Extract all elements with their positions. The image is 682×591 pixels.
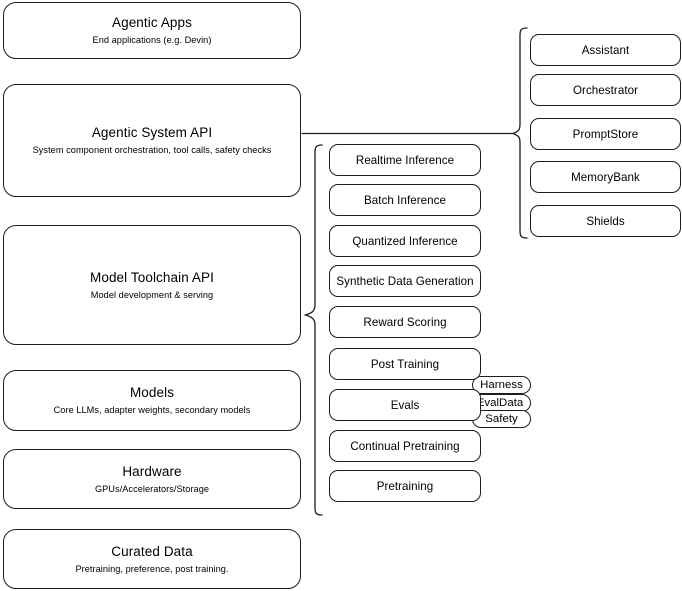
eval-pill-safety[interactable]: Safety	[472, 410, 531, 428]
layer-subtitle: GPUs/Accelerators/Storage	[94, 483, 210, 494]
component-label: Shields	[586, 214, 625, 228]
layer-title: Agentic Apps	[111, 15, 192, 30]
layer-subtitle: Core LLMs, adapter weights, secondary mo…	[53, 405, 251, 415]
capability-continual-pretraining[interactable]: Continual Pretraining	[329, 430, 481, 462]
layer-title: Hardware	[122, 463, 182, 479]
layer-title: Models	[129, 385, 175, 400]
capability-label: Quantized Inference	[352, 234, 458, 248]
capability-label: Reward Scoring	[363, 315, 447, 329]
layer-agentic-apps[interactable]: Agentic Apps End applications (e.g. Devi…	[3, 2, 301, 59]
capability-post-training[interactable]: Post Training	[329, 348, 481, 380]
capability-label: Synthetic Data Generation	[336, 274, 474, 288]
component-assistant[interactable]: Assistant	[530, 34, 681, 66]
layer-agentic-system-api[interactable]: Agentic System API System component orch…	[3, 84, 301, 197]
layer-subtitle: System component orchestration, tool cal…	[32, 145, 272, 155]
brace-system-components	[511, 27, 528, 239]
layer-subtitle: Model development & serving	[90, 289, 214, 300]
eval-pill-label: Harness	[480, 379, 523, 391]
layer-models[interactable]: Models Core LLMs, adapter weights, secon…	[3, 370, 301, 431]
component-promptstore[interactable]: PromptStore	[530, 118, 681, 150]
capability-synthetic-data-generation[interactable]: Synthetic Data Generation	[329, 265, 481, 297]
layer-title: Curated Data	[111, 543, 193, 559]
layer-subtitle: Pretraining, preference, post training.	[75, 563, 229, 574]
layer-title: Model Toolchain API	[90, 269, 214, 285]
layer-title: Agentic System API	[91, 125, 213, 140]
capability-label: Pretraining	[376, 479, 434, 493]
component-label: PromptStore	[572, 127, 639, 141]
capability-reward-scoring[interactable]: Reward Scoring	[329, 306, 481, 338]
capability-pretraining[interactable]: Pretraining	[329, 470, 481, 502]
component-orchestrator[interactable]: Orchestrator	[530, 74, 681, 106]
component-label: MemoryBank	[571, 170, 640, 184]
eval-pill-harness[interactable]: Harness	[472, 376, 531, 394]
eval-pill-label: EvalData	[476, 397, 524, 409]
eval-pill-label: Safety	[485, 413, 518, 425]
layer-hardware[interactable]: Hardware GPUs/Accelerators/Storage	[3, 449, 301, 509]
capability-evals[interactable]: Evals	[329, 389, 481, 421]
capability-label: Evals	[390, 398, 420, 412]
brace-toolchain	[303, 144, 323, 516]
layer-curated-data[interactable]: Curated Data Pretraining, preference, po…	[3, 529, 301, 589]
capability-label: Continual Pretraining	[350, 439, 460, 453]
capability-realtime-inference[interactable]: Realtime Inference	[329, 144, 481, 176]
capability-label: Post Training	[370, 357, 440, 371]
layer-subtitle: End applications (e.g. Devin)	[92, 35, 212, 45]
component-memorybank[interactable]: MemoryBank	[530, 161, 681, 193]
component-shields[interactable]: Shields	[530, 205, 681, 237]
capability-label: Realtime Inference	[355, 153, 455, 167]
component-label: Assistant	[581, 43, 630, 57]
component-label: Orchestrator	[572, 83, 639, 97]
layer-model-toolchain-api[interactable]: Model Toolchain API Model development & …	[3, 225, 301, 345]
capability-quantized-inference[interactable]: Quantized Inference	[329, 225, 481, 257]
capability-label: Batch Inference	[364, 193, 446, 207]
capability-batch-inference[interactable]: Batch Inference	[329, 184, 481, 216]
